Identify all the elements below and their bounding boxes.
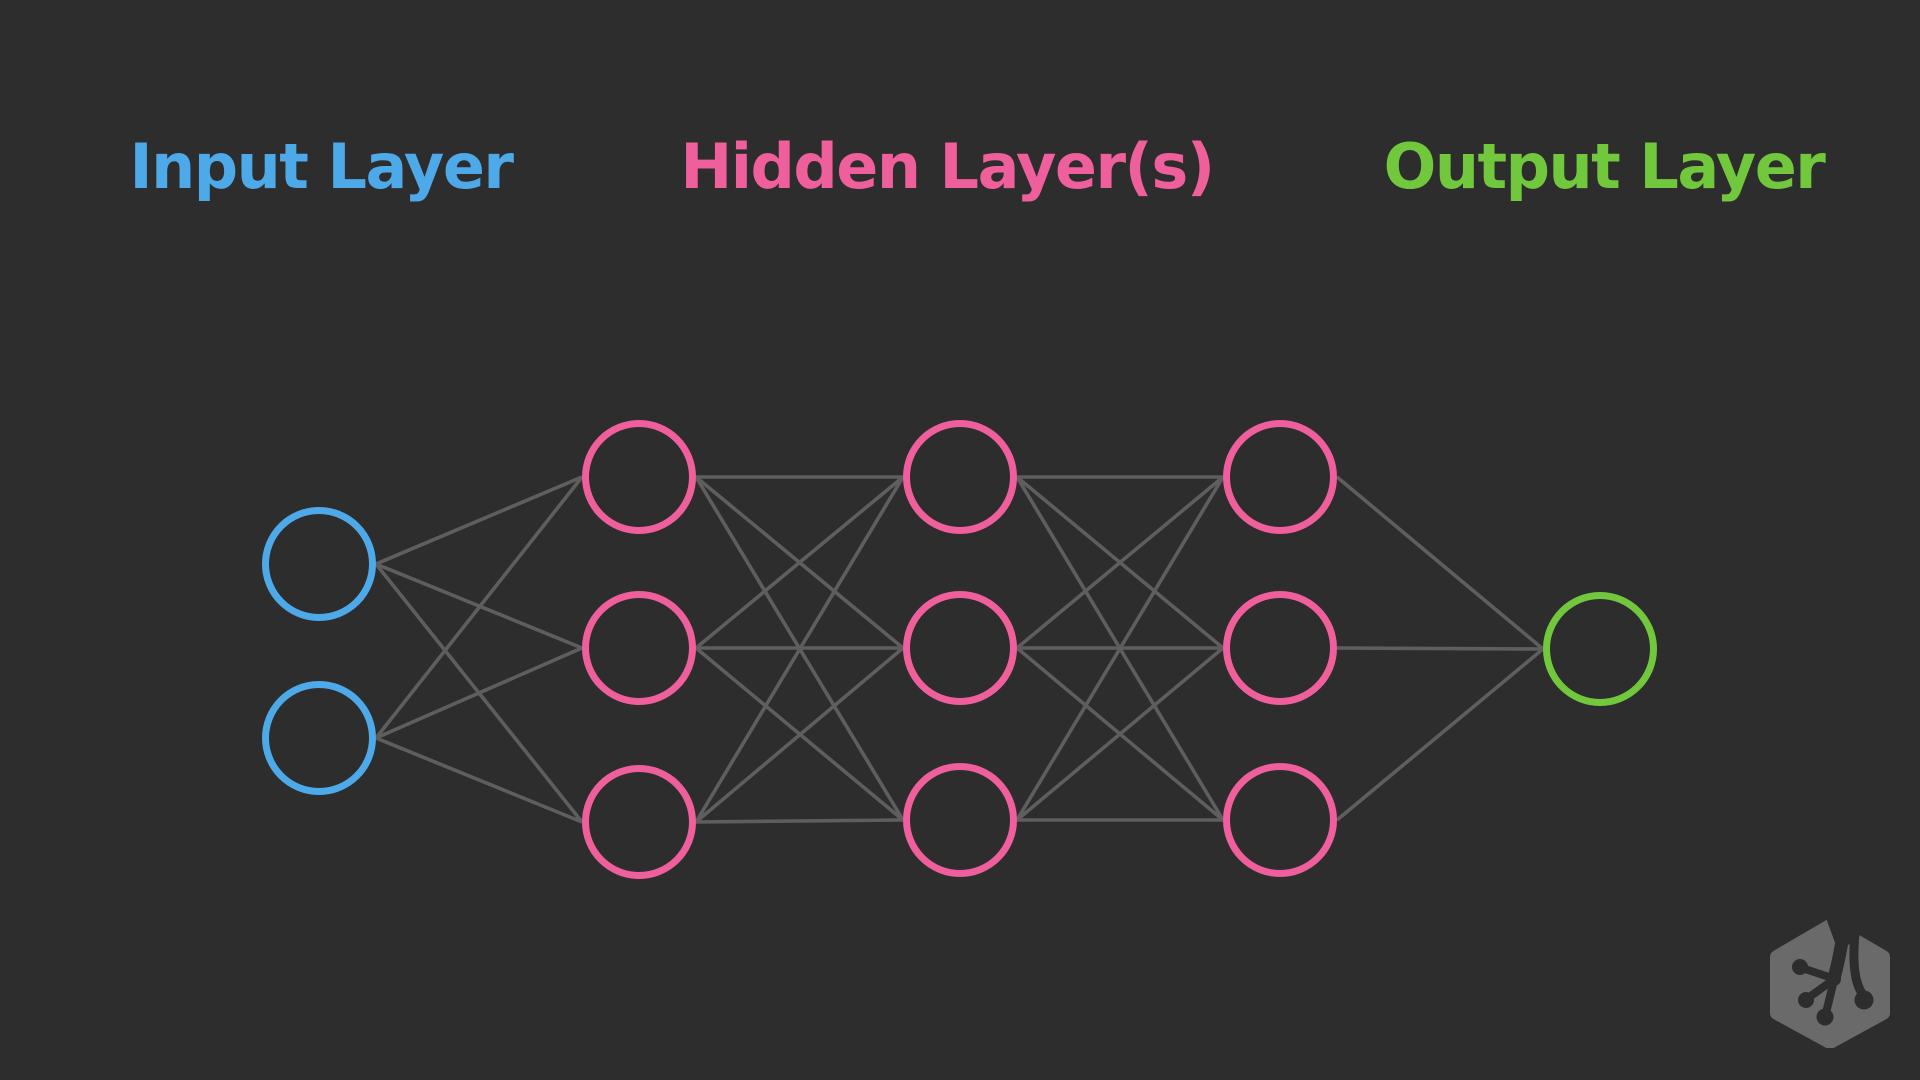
network-node-hidden-2-1 xyxy=(903,591,1017,705)
treehouse-logo xyxy=(1770,918,1890,1048)
network-edge-input-0-to-hidden-1-0 xyxy=(375,475,583,566)
network-node-hidden-1-2 xyxy=(582,765,696,879)
network-node-input-0 xyxy=(262,507,376,621)
network-edge-hidden-3-1-to-output-0 xyxy=(1336,646,1544,651)
frog-foot-cutout xyxy=(1792,918,1874,1026)
network-edge-hidden-2-2-to-hidden-3-0 xyxy=(1015,476,1225,821)
network-node-hidden-2-0 xyxy=(903,420,1017,534)
network-node-hidden-3-1 xyxy=(1223,591,1337,705)
network-node-input-1 xyxy=(262,681,376,795)
network-edge-hidden-3-0-to-output-0 xyxy=(1335,475,1545,651)
network-edge-input-1-to-hidden-1-0 xyxy=(374,475,584,740)
network-edge-hidden-3-2-to-output-0 xyxy=(1335,647,1545,822)
network-edge-hidden-1-2-to-hidden-2-2 xyxy=(695,818,904,824)
network-edge-hidden-1-2-to-hidden-2-1 xyxy=(694,646,905,824)
network-edge-hidden-1-2-to-hidden-2-0 xyxy=(694,476,905,823)
network-edge-input-1-to-hidden-1-1 xyxy=(375,646,583,740)
output-layer-label: Output Layer xyxy=(1383,130,1826,203)
network-edge-hidden-1-1-to-hidden-2-0 xyxy=(694,475,905,650)
network-node-hidden-3-2 xyxy=(1223,763,1337,877)
hidden-layer-label: Hidden Layer(s) xyxy=(680,130,1215,203)
network-edge-hidden-2-2-to-hidden-3-1 xyxy=(1015,646,1225,822)
network-node-hidden-1-0 xyxy=(582,420,696,534)
network-node-hidden-3-0 xyxy=(1223,420,1337,534)
network-node-output-0 xyxy=(1543,592,1657,706)
input-layer-label: Input Layer xyxy=(129,130,514,203)
network-edge-hidden-2-1-to-hidden-3-0 xyxy=(1015,475,1225,650)
network-edge-input-1-to-hidden-1-2 xyxy=(375,736,583,824)
network-node-hidden-1-1 xyxy=(582,591,696,705)
network-node-hidden-2-2 xyxy=(903,763,1017,877)
